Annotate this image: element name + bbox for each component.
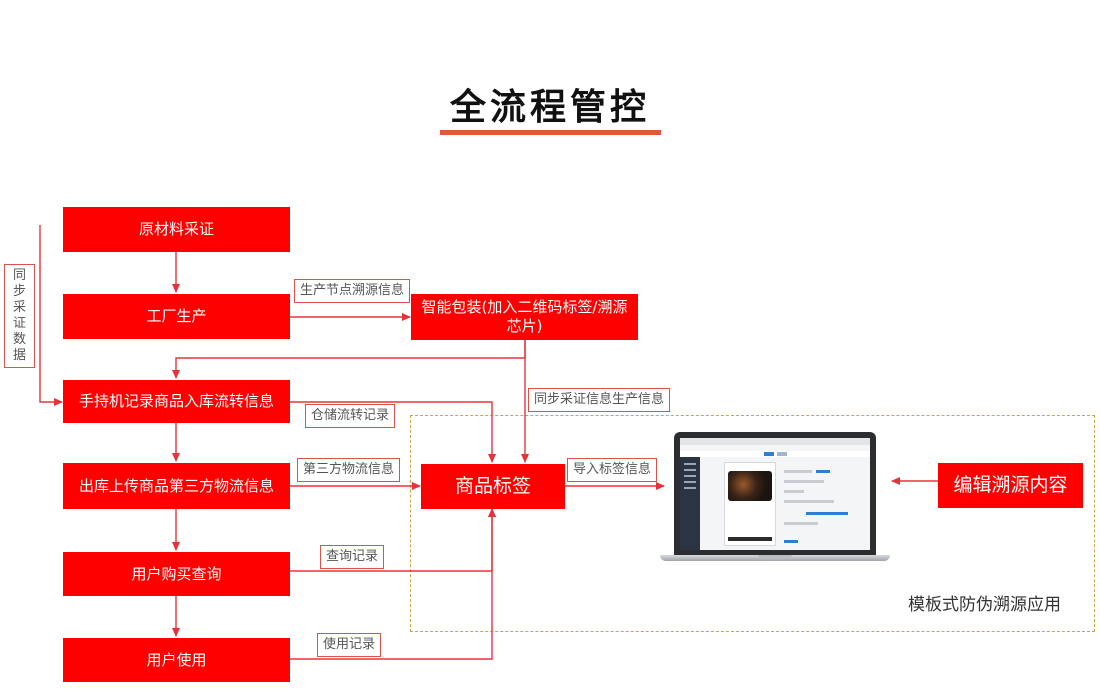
- step-factory: 工厂生产: [63, 294, 290, 339]
- app-frame: [410, 415, 1095, 632]
- arrow-packaging-to-handheld: [172, 340, 526, 379]
- arrow-use-to-tag: [290, 508, 496, 660]
- laptop-screenshot-icon: [660, 432, 890, 564]
- step-user-purchase: 用户购买查询: [63, 552, 290, 596]
- app-name-label: 模板式防伪溯源应用: [908, 595, 1061, 615]
- label-import-tag-info: 导入标签信息: [567, 458, 658, 482]
- arrow-sync-to-handheld: [39, 225, 63, 406]
- side-note-sync-data: 同 步 采 证 数 据: [4, 264, 35, 368]
- label-query-record: 查询记录: [320, 545, 385, 569]
- step-outbound-logistics: 出库上传商品第三方物流信息: [63, 463, 290, 509]
- page-title: 全流程管控: [449, 86, 650, 128]
- edit-trace-content-box: 编辑溯源内容: [938, 463, 1083, 508]
- step-raw-material: 原材料采证: [63, 207, 290, 252]
- label-production-node-trace: 生产节点溯源信息: [294, 279, 411, 303]
- label-usage-record: 使用记录: [317, 633, 382, 657]
- product-tag-box: 商品标签: [421, 464, 565, 509]
- arrow-handheld-to-tag: [290, 401, 496, 463]
- label-third-party-logistics: 第三方物流信息: [297, 458, 401, 482]
- step-handheld-record: 手持机记录商品入库流转信息: [63, 380, 290, 423]
- step-user-use: 用户使用: [63, 638, 290, 682]
- label-sync-production-info: 同步采证信息生产信息: [528, 388, 671, 412]
- label-warehouse-record: 仓储流转记录: [305, 404, 396, 428]
- title-underline: [440, 130, 661, 135]
- smart-packaging-box: 智能包装(加入二维码标签/溯源芯片): [411, 294, 638, 340]
